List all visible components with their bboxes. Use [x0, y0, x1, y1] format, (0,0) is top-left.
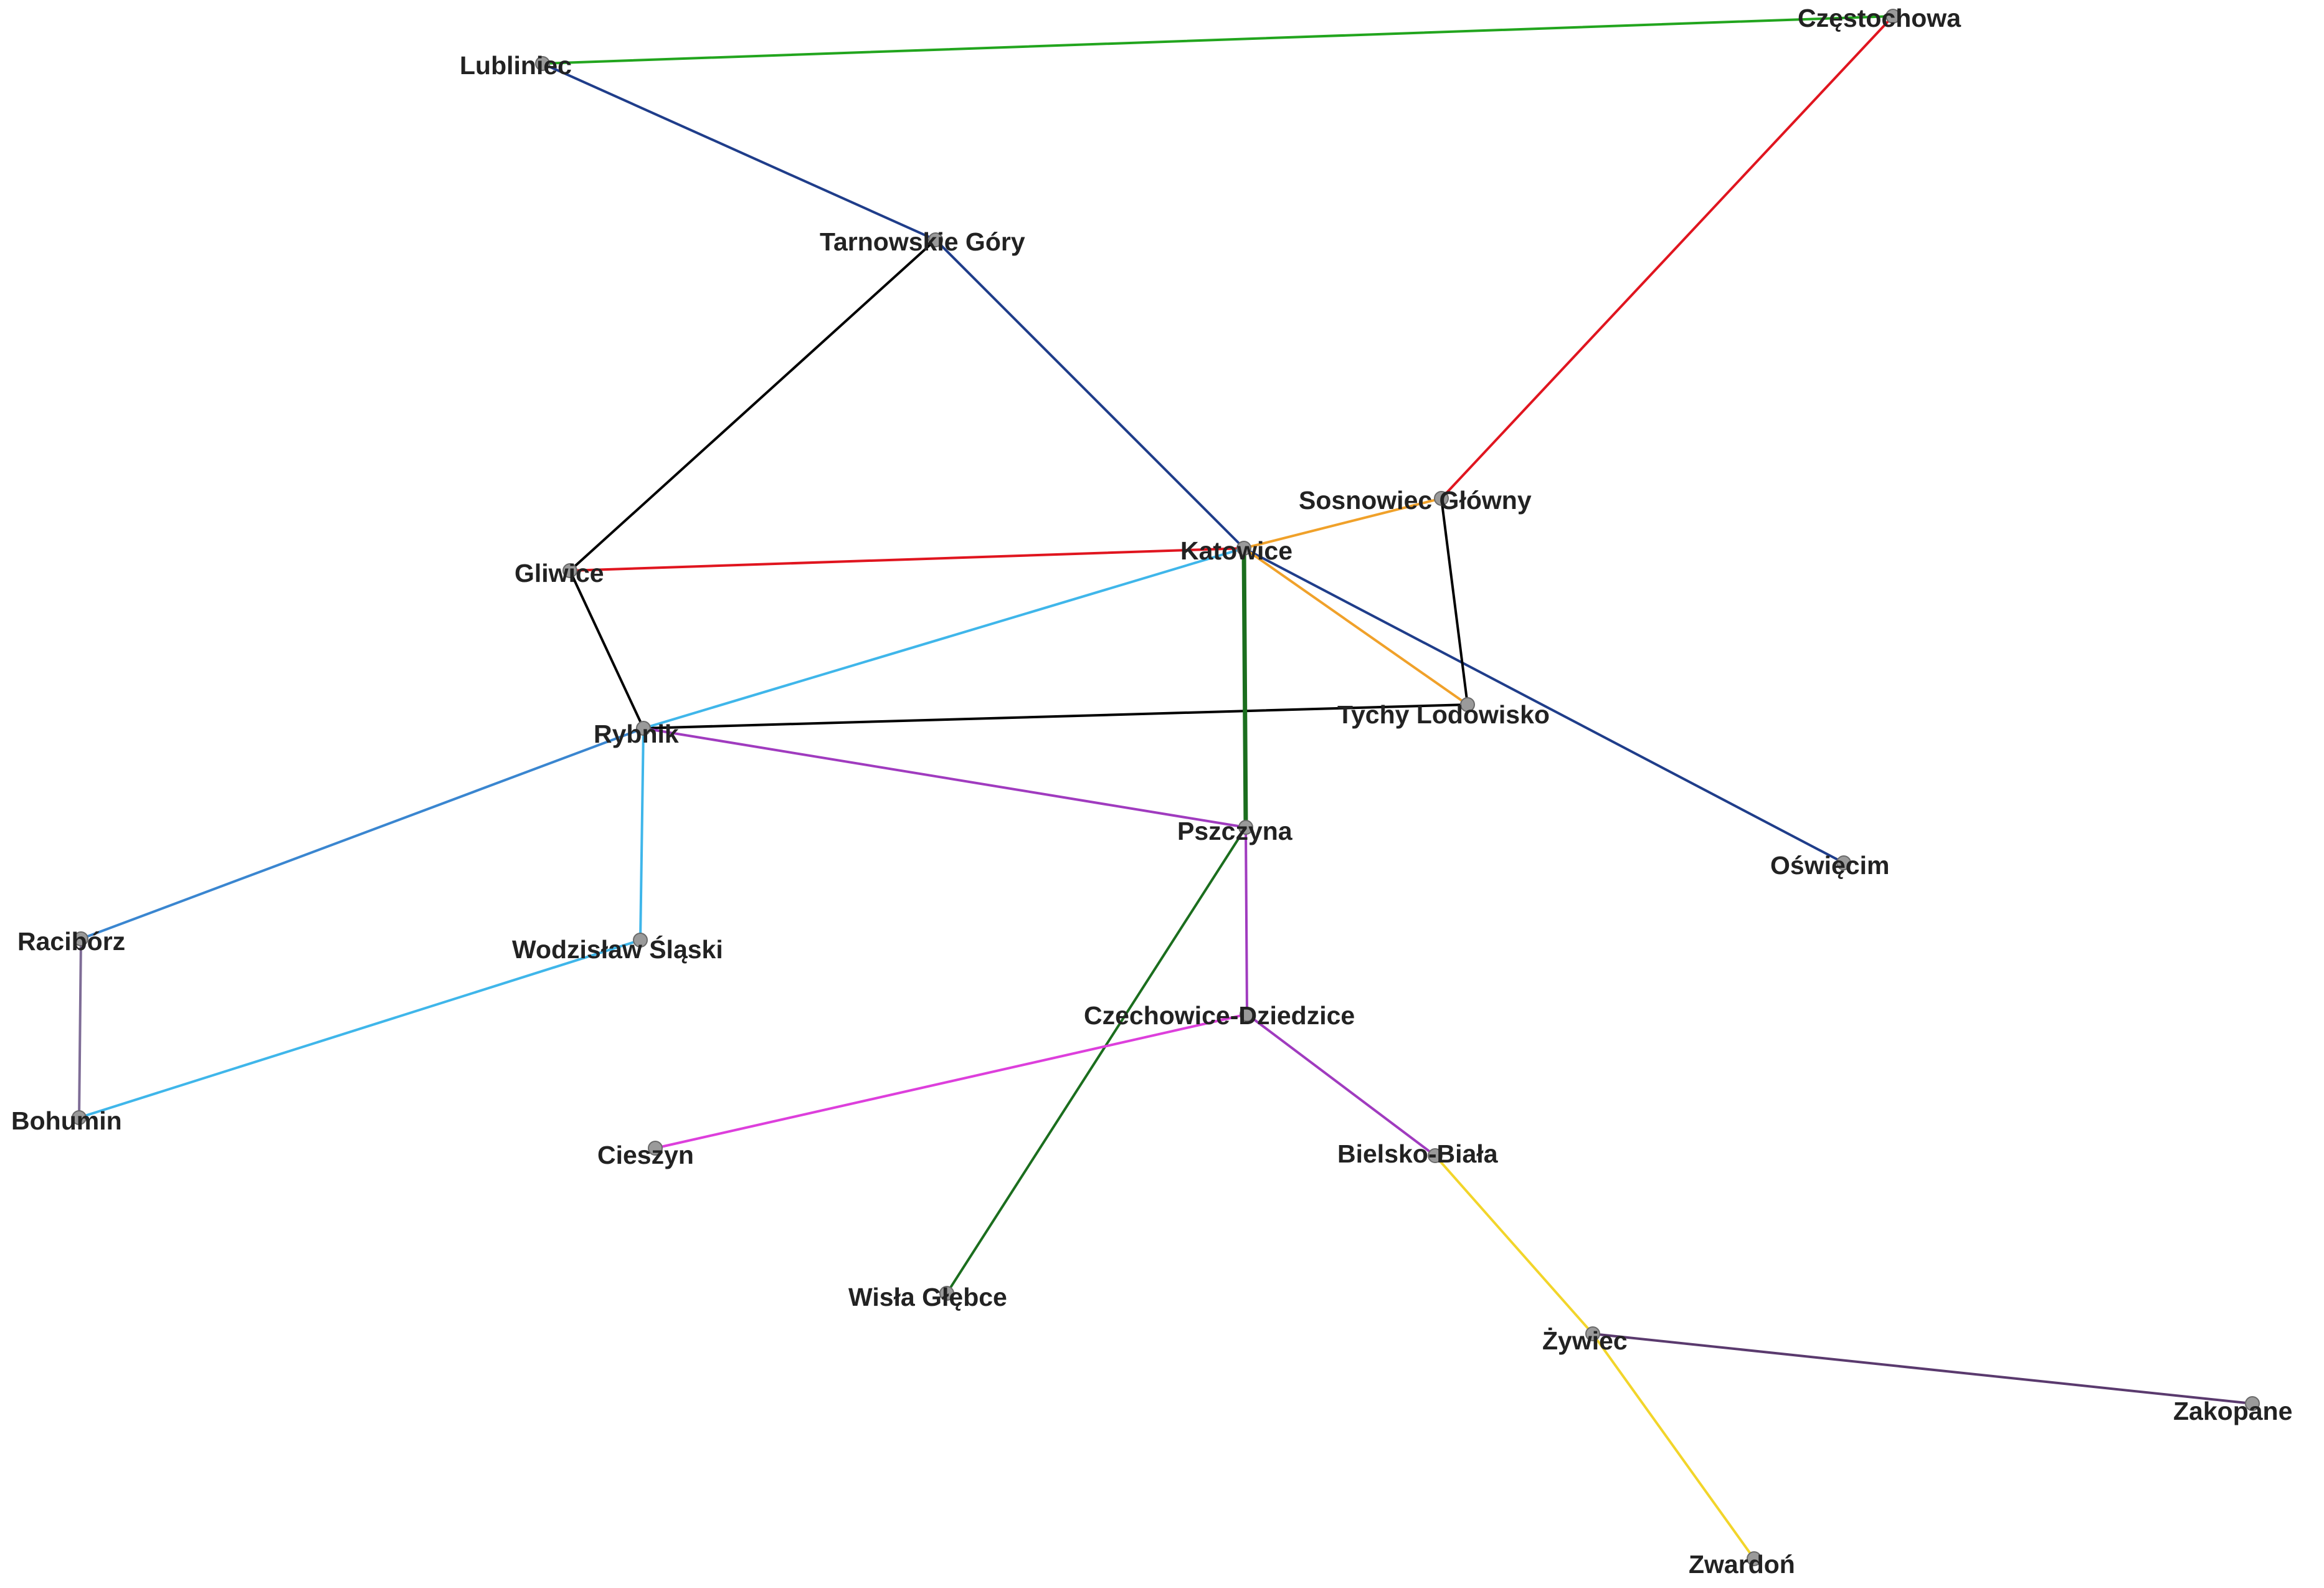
station-label-cieszyn: Cieszyn	[597, 1141, 694, 1169]
station-node-pszczyna	[1238, 820, 1253, 835]
station-node-sosnowiec	[1434, 491, 1449, 506]
station-label-rybnik: Rybnik	[594, 720, 679, 748]
station-label-oswiecim: Oświęcim	[1770, 851, 1889, 880]
station-label-zywiec: Żywiec	[1542, 1326, 1628, 1355]
station-node-raciborz	[74, 931, 88, 946]
link-tarnowskie-gory-katowice	[934, 239, 1245, 549]
station-label-bohumin: Bohumin	[11, 1106, 122, 1135]
station-node-bohumin	[72, 1110, 87, 1125]
station-node-tychy	[1460, 697, 1475, 712]
link-wodzislaw-bohumin	[78, 939, 642, 1119]
link-lubliniec-tarnowskie-gory	[541, 62, 937, 241]
station-label-wodzislaw: Wodzisław Śląski	[512, 935, 723, 964]
station-label-raciborz: Racibórz	[17, 927, 125, 956]
station-nodes-layer	[72, 9, 2260, 1566]
station-label-zakopane: Zakopane	[2173, 1397, 2292, 1425]
station-node-zakopane	[2245, 1396, 2260, 1411]
link-katowice-sosnowiec	[1243, 497, 1443, 549]
link-sosnowiec-tychy	[1440, 497, 1469, 706]
station-label-lubliniec: Lubliniec	[460, 51, 572, 80]
link-pszczyna-czechowice	[1245, 826, 1248, 1015]
link-katowice-rybnik	[642, 547, 1245, 730]
link-czestochowa-sosnowiec	[1440, 15, 1894, 500]
tracks-layer	[78, 15, 2254, 1560]
link-czechowice-bielsko	[1246, 1013, 1436, 1157]
link-bielsko-zywiec	[1434, 1154, 1594, 1335]
station-node-czestochowa	[1885, 9, 1900, 24]
station-node-cieszyn	[648, 1141, 663, 1156]
station-node-tarnowskie-gory	[928, 232, 943, 247]
station-label-katowice: Katowice	[1180, 536, 1292, 565]
link-raciborz-bohumin	[78, 938, 82, 1119]
station-node-wisla	[939, 1286, 954, 1301]
station-node-zwardon	[1747, 1551, 1762, 1566]
link-katowice-oswiecim	[1243, 547, 1845, 864]
station-label-czechowice: Czechowice-Dziedzice	[1084, 1001, 1355, 1030]
link-katowice-tychy	[1243, 547, 1469, 706]
station-label-tychy: Tychy Lodowisko	[1337, 700, 1550, 729]
link-gliwice-katowice	[569, 547, 1245, 572]
station-node-lubliniec	[535, 56, 550, 71]
link-rybnik-tychy	[642, 703, 1469, 730]
station-node-czechowice	[1240, 1007, 1254, 1022]
station-node-wodzislaw	[633, 933, 648, 948]
station-label-czestochowa: Częstochowa	[1798, 4, 1961, 32]
link-tarnowskie-gory-gliwice	[569, 239, 937, 572]
link-katowice-pszczyna	[1241, 546, 1248, 830]
station-node-rybnik	[636, 721, 651, 736]
link-rybnik-wodzislaw	[639, 727, 645, 941]
link-pszczyna-wisla	[946, 826, 1247, 1295]
station-label-wisla: Wisła Głębce	[848, 1283, 1007, 1311]
station-node-zywiec	[1585, 1326, 1600, 1341]
link-rybnik-raciborz	[80, 727, 645, 940]
station-label-tarnowskie-gory: Tarnowskie Góry	[820, 227, 1025, 256]
link-gliwice-rybnik	[569, 569, 645, 730]
station-node-gliwice	[562, 563, 577, 578]
link-rybnik-pszczyna	[642, 727, 1247, 829]
station-label-pszczyna: Pszczyna	[1177, 817, 1293, 845]
link-zywiec-zakopane	[1591, 1333, 2254, 1405]
station-label-zwardon: Zwardoń	[1689, 1550, 1795, 1579]
station-node-oswiecim	[1836, 855, 1851, 870]
link-zywiec-zwardon	[1591, 1333, 1755, 1560]
station-label-bielsko: Bielsko-Biała	[1337, 1139, 1499, 1168]
link-lubliniec-czestochowa	[541, 15, 1894, 65]
station-node-katowice	[1236, 541, 1251, 556]
link-czechowice-cieszyn	[654, 1013, 1248, 1149]
station-node-bielsko	[1428, 1148, 1443, 1163]
station-label-gliwice: Gliwice	[515, 559, 604, 587]
station-label-sosnowiec: Sosnowiec Główny	[1299, 486, 1532, 515]
